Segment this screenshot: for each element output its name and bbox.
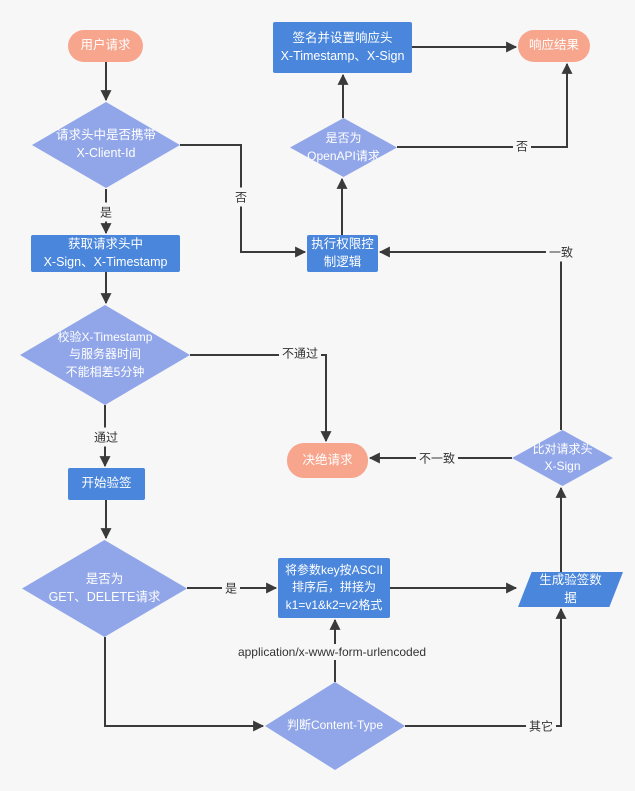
- edge-compare-match: [378, 246, 562, 430]
- node-sort-params: 将参数key按ASCII 排序后，拼接为 k1=v1&k2=v2格式: [278, 558, 390, 618]
- edge-contenttype-other: [405, 607, 567, 727]
- node-start-verify: 开始验签: [68, 468, 145, 500]
- edge-label-no-clientid: 否: [231, 187, 251, 207]
- edge-openapi-no: [397, 62, 573, 148]
- edge-label-other: 其它: [525, 716, 557, 736]
- node-sign-response-header: 签名并设置响应头 X-Timestamp、X-Sign: [273, 22, 412, 73]
- node-get-headers: 获取请求头中 X-Sign、X-Timestamp: [31, 235, 180, 272]
- node-user-request: 用户请求: [68, 30, 143, 62]
- edge-label-yes-getdelete: 是: [221, 578, 241, 598]
- edge-getdelete-to-contenttype: [104, 637, 265, 732]
- node-response-result: 响应结果: [518, 30, 590, 62]
- edge-label-fail: 不通过: [278, 343, 322, 363]
- edge-label-form-urlencoded: application/x-www-form-urlencoded: [234, 644, 430, 660]
- edge-check-fail: [190, 354, 332, 443]
- edge-label-mismatch: 不一致: [415, 448, 459, 468]
- node-gen-verify-data: 生成验签数 据: [518, 572, 623, 607]
- node-perm-control: 执行权限控 制逻辑: [307, 235, 378, 272]
- edge-label-yes-clientid: 是: [96, 202, 116, 222]
- node-reject-request: 决绝请求: [287, 443, 368, 478]
- edge-label-match: 一致: [545, 242, 577, 262]
- edge-label-no-openapi: 否: [512, 136, 532, 156]
- edge-label-pass: 通过: [90, 427, 122, 447]
